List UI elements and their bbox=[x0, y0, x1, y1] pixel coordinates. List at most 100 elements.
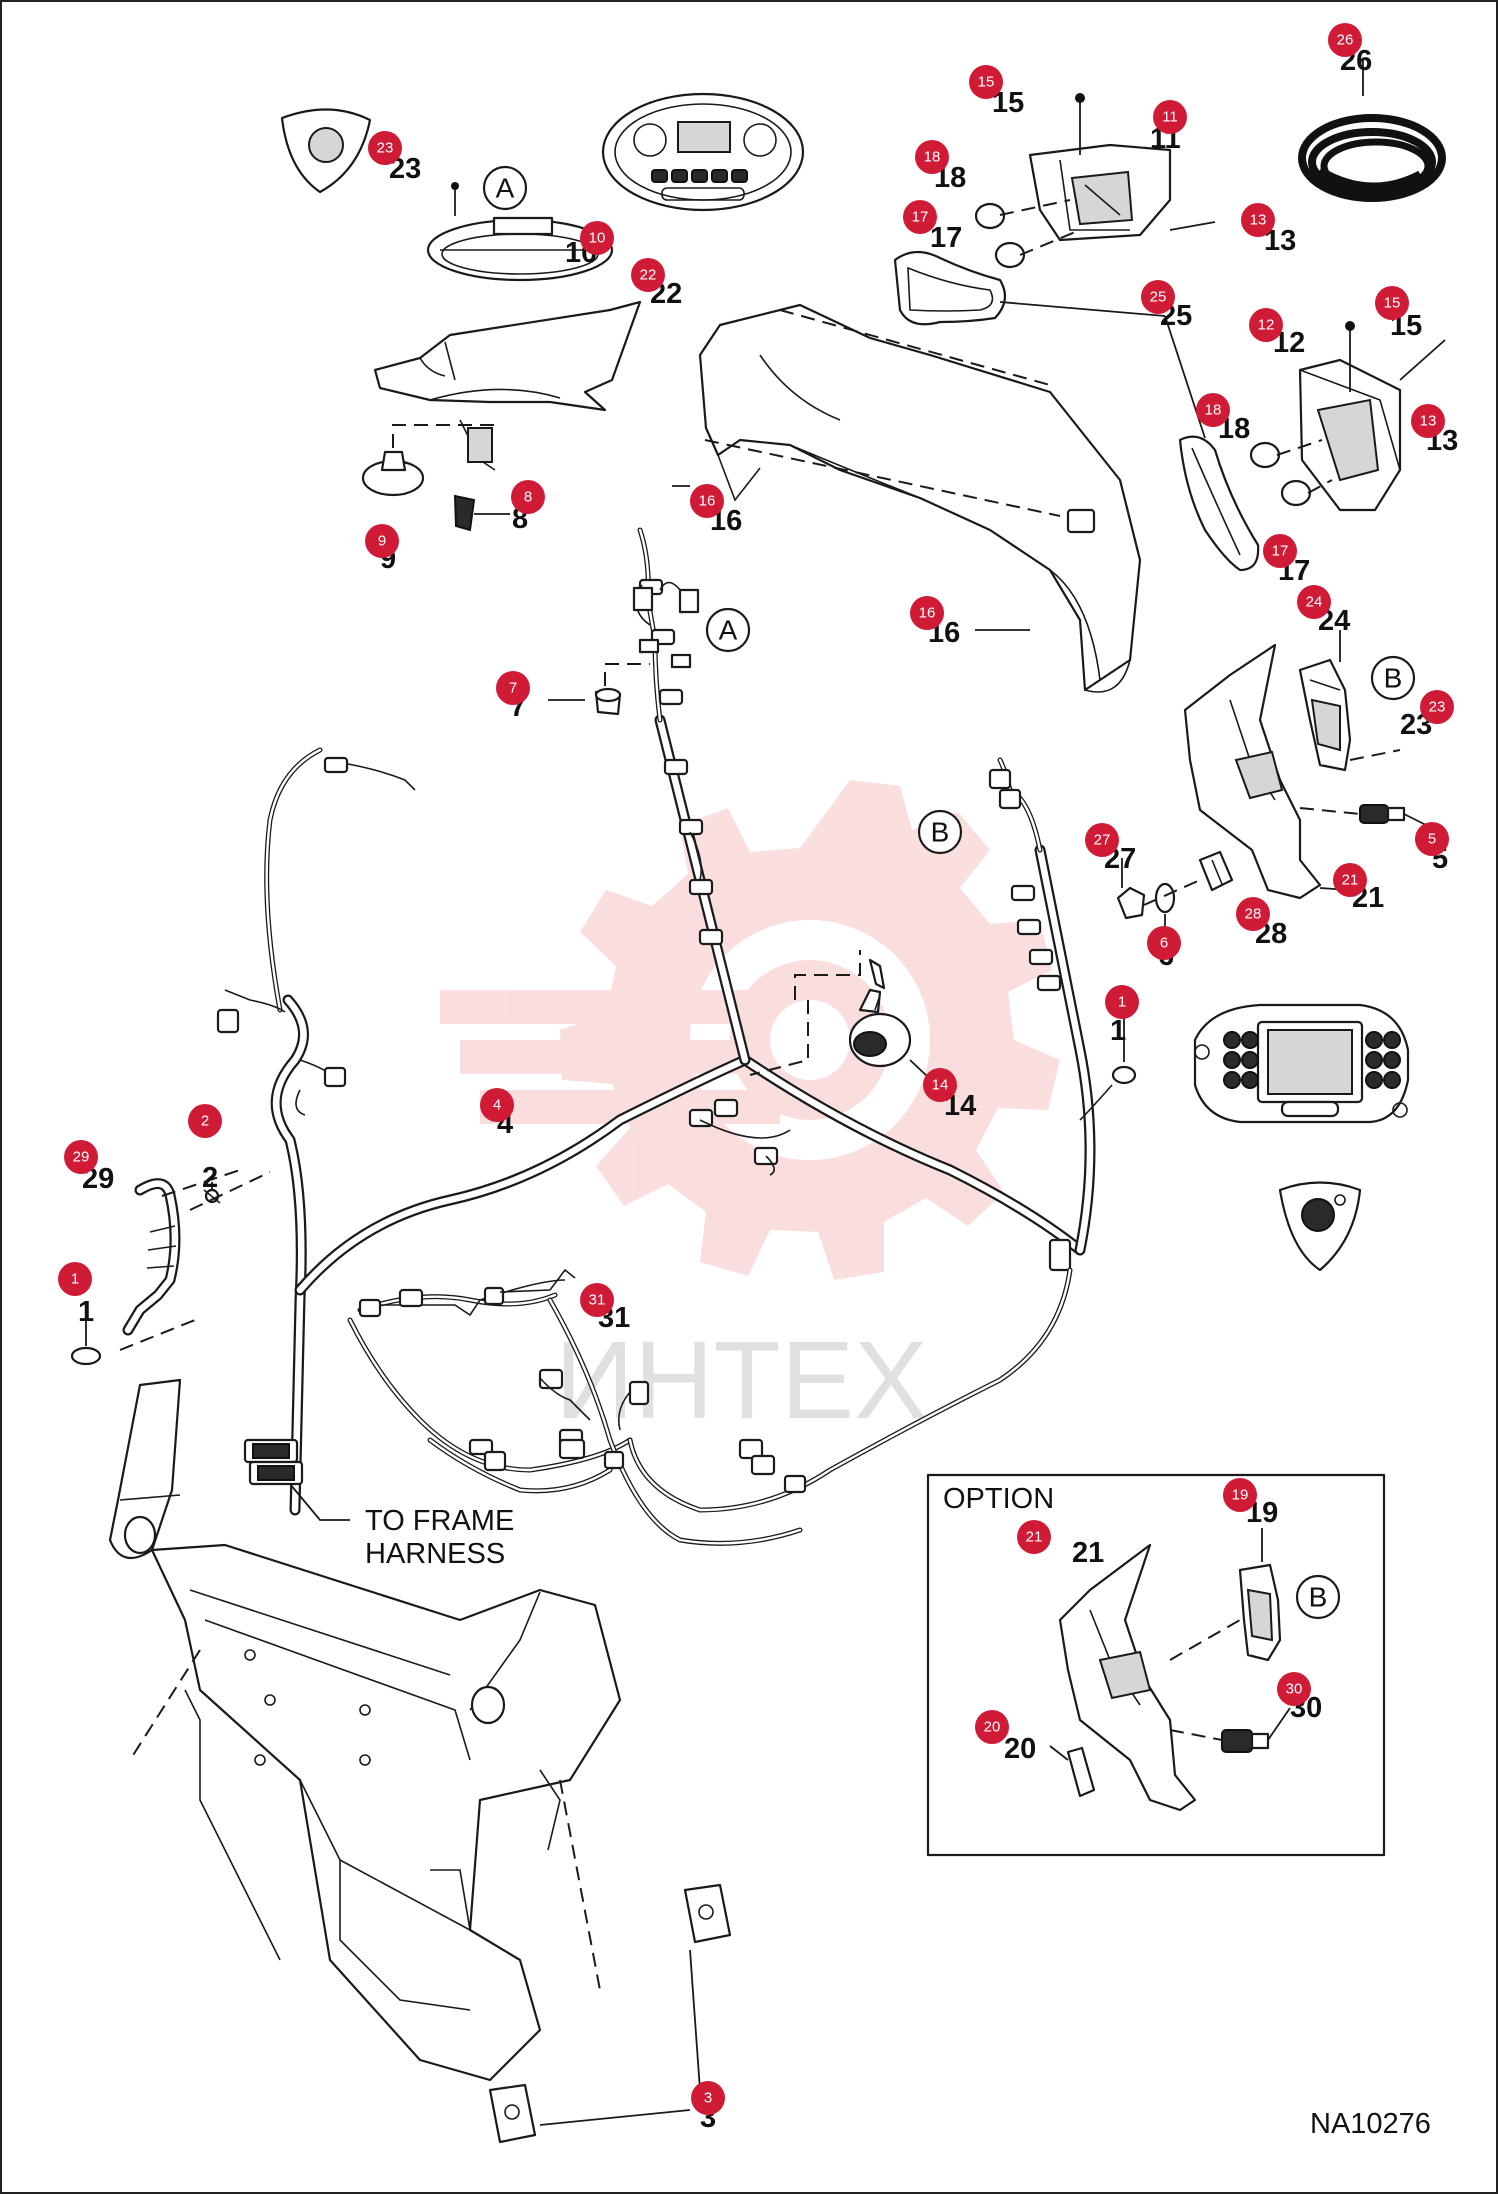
svg-text:18: 18 bbox=[1205, 402, 1222, 419]
hotspot-15-top[interactable]: 15 bbox=[969, 65, 1003, 99]
svg-text:31: 31 bbox=[589, 1292, 606, 1309]
hotspot-3[interactable]: 3 bbox=[691, 2081, 725, 2115]
part-11-upper-control-module bbox=[1028, 143, 1172, 242]
watermark-gear-logo bbox=[440, 780, 1060, 1280]
option-label: OPTION bbox=[943, 1483, 1054, 1515]
svg-text:10: 10 bbox=[589, 230, 606, 247]
svg-text:17: 17 bbox=[1272, 543, 1289, 560]
part-22-pod-housing bbox=[373, 300, 642, 471]
part-10-panel-ring bbox=[426, 216, 614, 282]
hotspot-27[interactable]: 27 bbox=[1085, 823, 1119, 857]
hotspot-20[interactable]: 20 bbox=[975, 1710, 1009, 1744]
hotspot-13-right[interactable]: 13 bbox=[1411, 404, 1445, 438]
svg-text:B: B bbox=[1384, 663, 1403, 694]
svg-text:27: 27 bbox=[1094, 832, 1111, 849]
part-deluxe-display-panel bbox=[1193, 1003, 1410, 1124]
part-number-17-top: 17 bbox=[930, 222, 962, 254]
svg-text:21: 21 bbox=[1342, 872, 1359, 889]
part-cover-triangle bbox=[280, 108, 372, 194]
part-17-rocker-right bbox=[1280, 479, 1312, 507]
part-main-frame bbox=[108, 1378, 622, 2082]
part-20-option-bracket bbox=[1066, 1746, 1096, 1798]
hotspot-9[interactable]: 9 bbox=[365, 524, 399, 558]
part-24-handle-cap bbox=[1298, 658, 1352, 772]
svg-text:16: 16 bbox=[699, 493, 716, 510]
hotspot-4[interactable]: 4 bbox=[480, 1088, 514, 1122]
part-key-switch-plate bbox=[1278, 1181, 1362, 1272]
hotspot-1-left[interactable]: 1 bbox=[58, 1262, 92, 1296]
part-29-hose bbox=[122, 1178, 181, 1336]
hotspot-1-right[interactable]: 1 bbox=[1105, 985, 1139, 1019]
hotspot-16-left[interactable]: 16 bbox=[690, 484, 724, 518]
part-number-1-right: 1 bbox=[1110, 1015, 1126, 1047]
hotspot-13-top[interactable]: 13 bbox=[1241, 203, 1275, 237]
hotspot-2[interactable]: 2 bbox=[188, 1104, 222, 1138]
part-8-switch bbox=[453, 494, 476, 532]
part-19-option-cap bbox=[1238, 1563, 1282, 1662]
svg-text:30: 30 bbox=[1286, 1681, 1303, 1698]
svg-text:16: 16 bbox=[919, 605, 936, 622]
drawing-code: NA10276 bbox=[1310, 2108, 1431, 2140]
part-18-rocker-right bbox=[1249, 441, 1281, 469]
svg-text:23: 23 bbox=[377, 140, 394, 157]
hotspot-14[interactable]: 14 bbox=[923, 1068, 957, 1102]
hotspot-31[interactable]: 31 bbox=[580, 1283, 614, 1317]
hotspot-21-right[interactable]: 21 bbox=[1333, 863, 1367, 897]
hotspot-16-right[interactable]: 16 bbox=[910, 596, 944, 630]
hotspot-15-right[interactable]: 15 bbox=[1375, 286, 1409, 320]
hotspot-26[interactable]: 26 bbox=[1328, 23, 1362, 57]
hotspot-28[interactable]: 28 bbox=[1236, 897, 1270, 931]
frame-harness-label-line2: HARNESS bbox=[365, 1538, 505, 1570]
svg-text:29: 29 bbox=[73, 1149, 90, 1166]
svg-text:13: 13 bbox=[1250, 212, 1267, 229]
hotspot-23-top[interactable]: 23 bbox=[368, 131, 402, 165]
svg-text:8: 8 bbox=[524, 489, 532, 506]
svg-text:14: 14 bbox=[932, 1077, 949, 1094]
svg-text:A: A bbox=[719, 615, 738, 646]
svg-text:9: 9 bbox=[378, 533, 386, 550]
svg-text:18: 18 bbox=[924, 149, 941, 166]
part-number-2: 2 bbox=[202, 1162, 218, 1194]
part-number-21-option: 21 bbox=[1072, 1537, 1104, 1569]
svg-text:13: 13 bbox=[1420, 413, 1437, 430]
svg-text:B: B bbox=[1309, 1582, 1328, 1613]
hotspot-7[interactable]: 7 bbox=[496, 671, 530, 705]
svg-text:11: 11 bbox=[1162, 109, 1178, 126]
hotspot-24[interactable]: 24 bbox=[1297, 585, 1331, 619]
svg-text:5: 5 bbox=[1428, 831, 1436, 848]
hotspot-18-top[interactable]: 18 bbox=[915, 140, 949, 174]
part-3-plate-lower bbox=[488, 2083, 537, 2144]
svg-text:19: 19 bbox=[1232, 1487, 1249, 1504]
svg-text:22: 22 bbox=[640, 267, 657, 284]
hotspot-12[interactable]: 12 bbox=[1249, 308, 1283, 342]
part-number-20: 20 bbox=[1004, 1733, 1036, 1765]
ref-circle-b-option: B bbox=[1295, 1574, 1341, 1620]
hotspot-22[interactable]: 22 bbox=[631, 258, 665, 292]
svg-text:21: 21 bbox=[1026, 1529, 1043, 1546]
svg-text:28: 28 bbox=[1245, 906, 1262, 923]
part-5-button bbox=[1359, 804, 1406, 824]
hotspot-30[interactable]: 30 bbox=[1277, 1672, 1311, 1706]
ref-circle-a-top: A bbox=[482, 165, 528, 211]
hotspot-8[interactable]: 8 bbox=[511, 480, 545, 514]
hotspot-21-option[interactable]: 21 bbox=[1017, 1520, 1051, 1554]
hotspot-29[interactable]: 29 bbox=[64, 1140, 98, 1174]
hotspot-17-right[interactable]: 17 bbox=[1263, 534, 1297, 568]
hotspot-10[interactable]: 10 bbox=[580, 221, 614, 255]
ref-circle-a-harness: A bbox=[705, 607, 751, 653]
svg-text:17: 17 bbox=[912, 209, 929, 226]
part-1-cable-clip-right bbox=[1111, 1065, 1137, 1085]
svg-text:26: 26 bbox=[1337, 32, 1354, 49]
hotspot-5[interactable]: 5 bbox=[1415, 822, 1449, 856]
hotspot-19[interactable]: 19 bbox=[1223, 1478, 1257, 1512]
hotspot-11[interactable]: 11 bbox=[1153, 100, 1187, 134]
hotspot-6[interactable]: 6 bbox=[1147, 926, 1181, 960]
hotspot-25[interactable]: 25 bbox=[1141, 280, 1175, 314]
part-number-1-left: 1 bbox=[78, 1296, 94, 1328]
hotspot-18-right[interactable]: 18 bbox=[1196, 393, 1230, 427]
part-21-option-handle-grip bbox=[1058, 1543, 1197, 1812]
hotspot-23-right[interactable]: 23 bbox=[1420, 690, 1454, 724]
svg-text:15: 15 bbox=[978, 74, 995, 91]
hotspot-17-top[interactable]: 17 bbox=[903, 200, 937, 234]
